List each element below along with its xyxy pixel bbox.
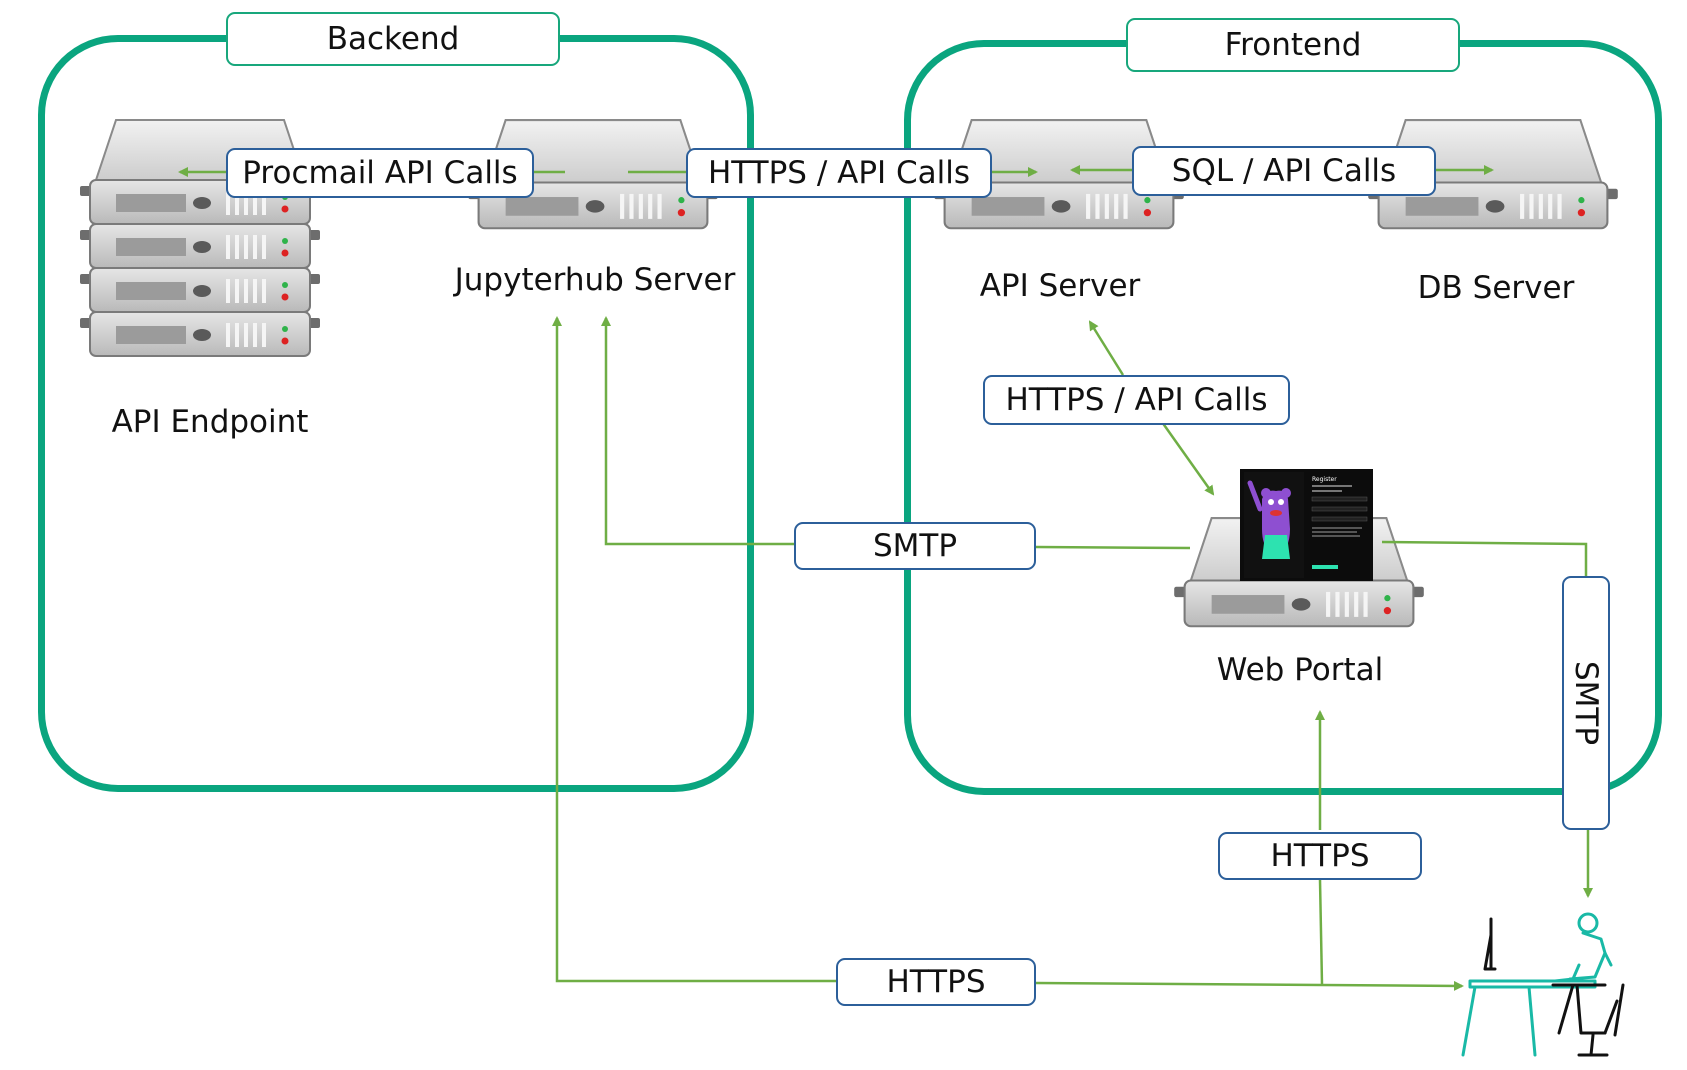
backend-group-title: Backend (226, 12, 560, 66)
sql-api-calls-label: SQL / API Calls (1132, 146, 1436, 196)
https-api-mid-down-arrow (1160, 421, 1215, 496)
frontend-group-title: Frontend (1126, 18, 1460, 72)
web-portal-label: Web Portal (1216, 652, 1384, 688)
https-api-calls-top-label: HTTPS / API Calls (686, 148, 992, 198)
smtp-left-line (1035, 545, 1191, 550)
portal-title: Register (1312, 476, 1337, 483)
https-bottom-to-user (1035, 980, 1464, 991)
https-right-label: HTTPS (1218, 832, 1422, 880)
https-bottom-arrow (552, 316, 836, 983)
smtp-right-label: SMTP (1562, 576, 1610, 830)
smtp-right-text: SMTP (1568, 660, 1604, 746)
https-bottom-label: HTTPS (836, 958, 1036, 1006)
api-server-label: API Server (979, 268, 1141, 304)
jupyterhub-server-label: Jupyterhub Server (454, 262, 736, 298)
web-portal-screenshot: Register (1240, 469, 1373, 581)
db-server-label: DB Server (1417, 270, 1575, 306)
https-api-calls-mid-label: HTTPS / API Calls (983, 375, 1290, 425)
https-right-lower-line (1318, 879, 1324, 985)
user-at-desk-icon (1461, 912, 1625, 1057)
https-api-mid-up-arrow (1088, 320, 1125, 376)
api-endpoint-label: API Endpoint (111, 404, 309, 440)
procmail-api-calls-label: Procmail API Calls (226, 148, 534, 198)
smtp-right-line (1381, 540, 1588, 576)
smtp-left-arrow (601, 316, 794, 546)
smtp-left-label: SMTP (794, 522, 1036, 570)
